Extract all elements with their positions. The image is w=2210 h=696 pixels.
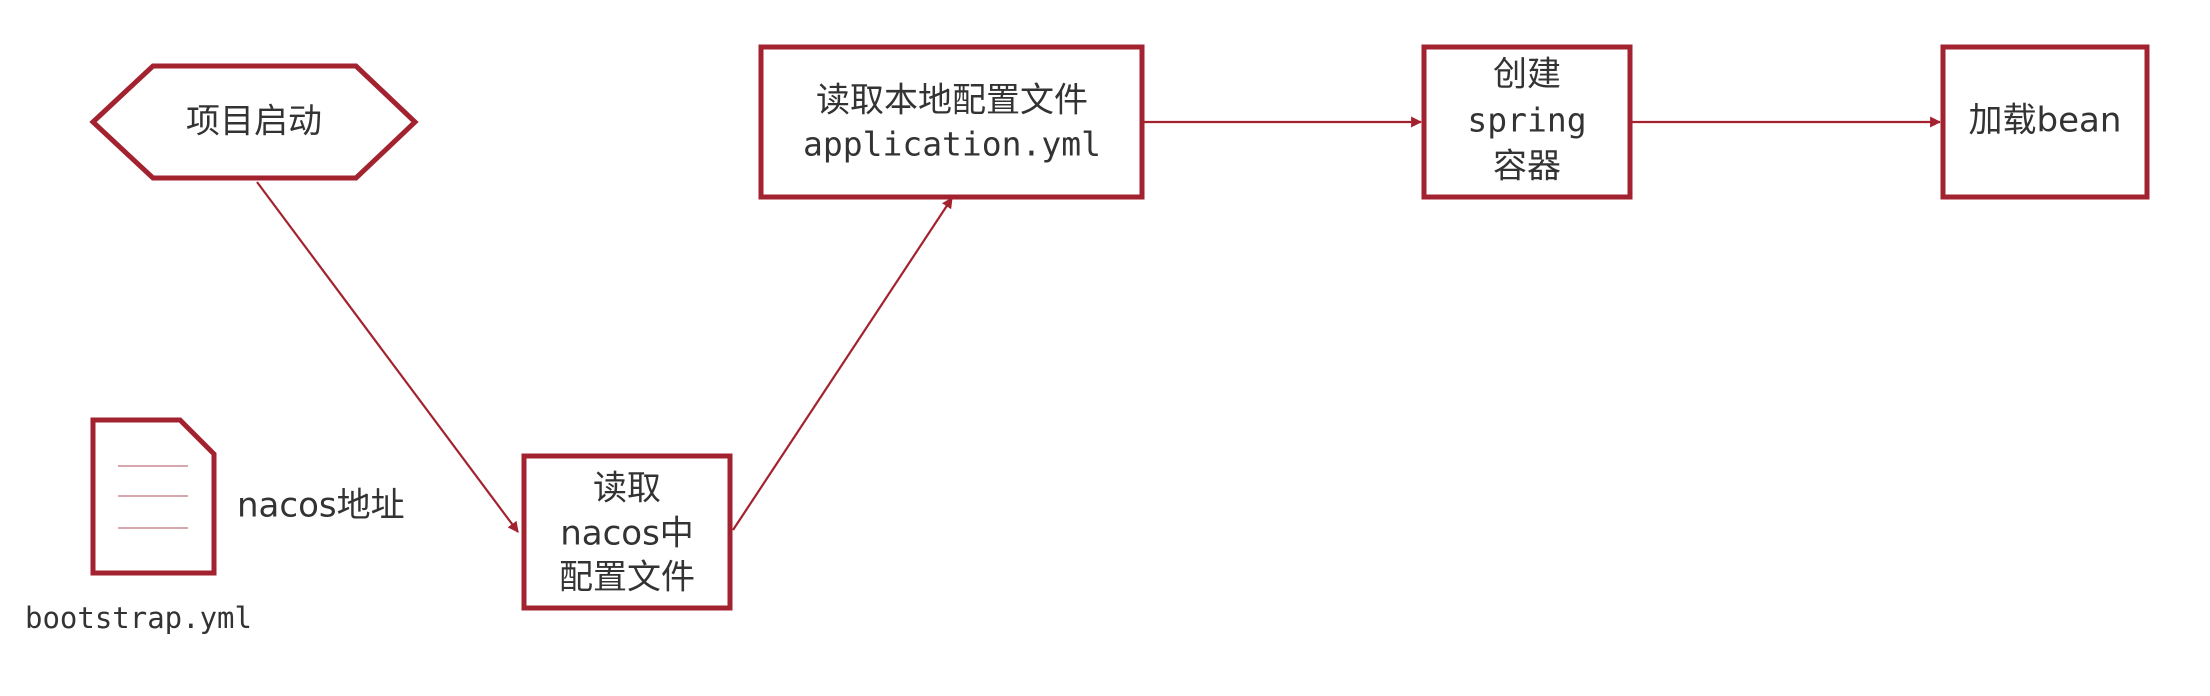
- create-container-line-2: spring: [1467, 101, 1586, 140]
- config-filename: bootstrap.yml: [25, 601, 252, 635]
- read-local-line-2: application.yml: [803, 125, 1101, 164]
- start-label: 项目启动: [186, 102, 322, 142]
- start-node: 项目启动: [89, 63, 419, 181]
- read-nacos-line-3: 配置文件: [559, 558, 695, 598]
- config-file-node: nacos地址 bootstrap.yml: [25, 417, 405, 635]
- read-nacos-node: 读取 nacos中 配置文件: [521, 453, 733, 611]
- create-container-node: 创建 spring 容器: [1421, 44, 1633, 200]
- read-nacos-line-1: 读取: [593, 469, 661, 509]
- edge-read-nacos-to-read-local: [732, 197, 953, 531]
- create-container-line-1: 创建: [1493, 55, 1561, 95]
- load-bean-node: 加载bean: [1940, 44, 2150, 200]
- create-container-line-3: 容器: [1493, 147, 1561, 187]
- load-bean-label: 加载bean: [1969, 101, 2122, 141]
- config-note: nacos地址: [237, 486, 405, 526]
- edge-start-to-read-nacos: [256, 181, 519, 533]
- read-nacos-line-2: nacos中: [560, 514, 694, 554]
- read-local-node: 读取本地配置文件 application.yml: [758, 44, 1145, 200]
- read-local-line-1: 读取本地配置文件: [816, 81, 1088, 121]
